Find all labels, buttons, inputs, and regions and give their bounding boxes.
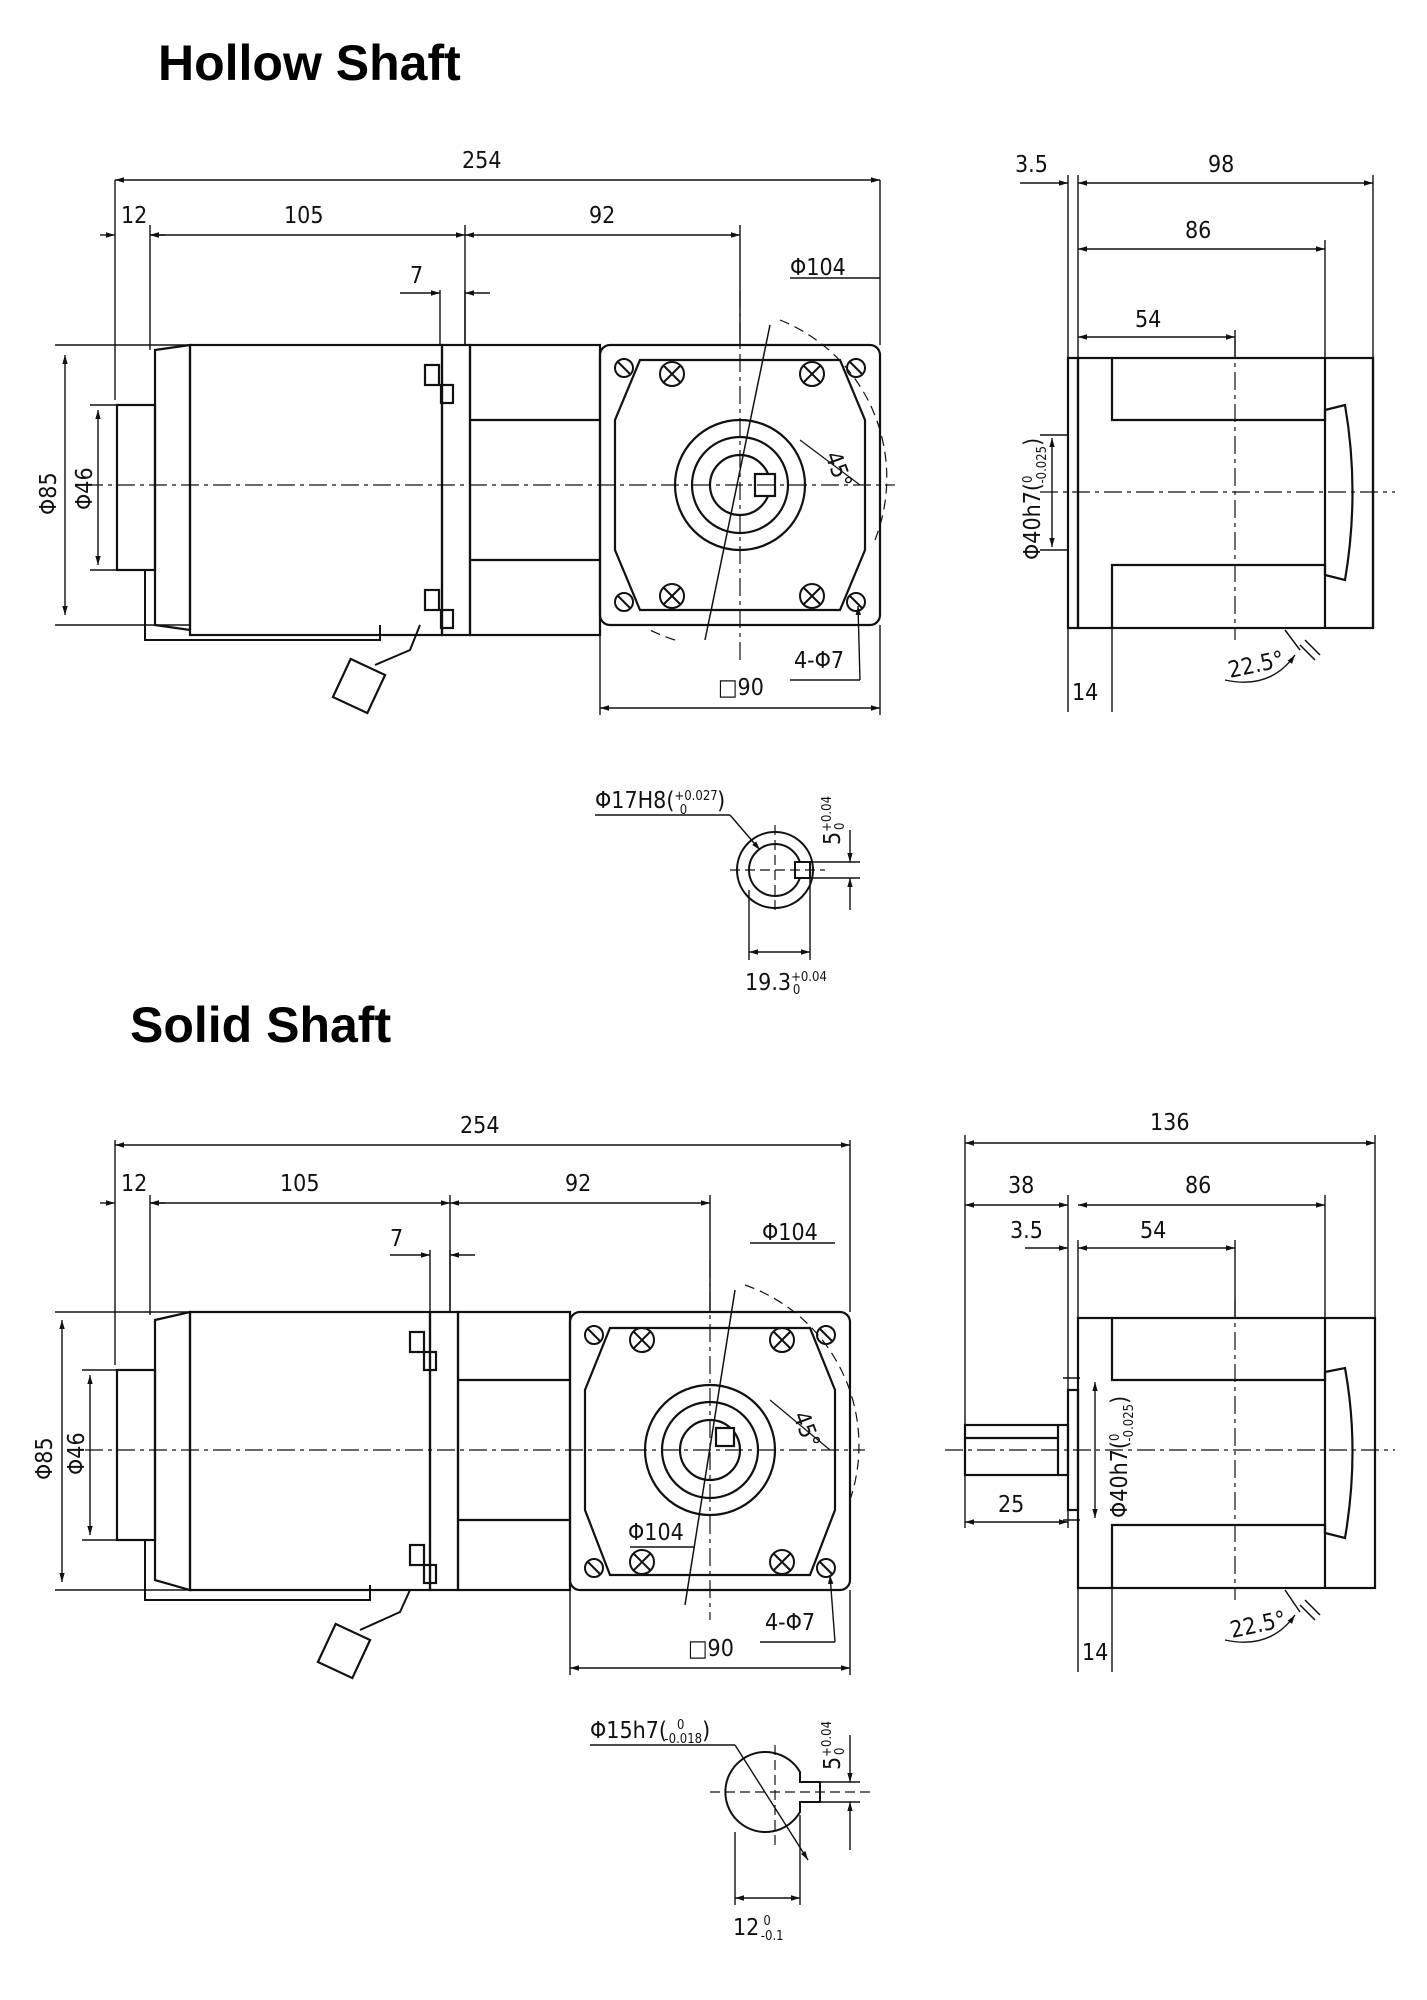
hollow-dim-254: 254: [462, 148, 502, 174]
solid-dim-holes: 4-Φ7: [765, 1610, 815, 1636]
solid-dim-square: □90: [688, 1636, 734, 1662]
hollow-dim-54: 54: [1135, 307, 1161, 333]
solid-dim-22-5: 22.5°: [1228, 1607, 1289, 1644]
solid-dim-3-5: 3.5: [1010, 1218, 1043, 1244]
hollow-side-view: [1040, 340, 1395, 661]
solid-motor-body: [188, 1310, 432, 1592]
solid-dim-38: 38: [1008, 1173, 1034, 1199]
hollow-dim-22-5: 22.5°: [1226, 647, 1287, 684]
solid-brake-housing: [115, 1368, 157, 1542]
hollow-bolt-holes: [614, 358, 866, 612]
solid-dim-14: 14: [1082, 1640, 1108, 1666]
solid-dim-45: 45°: [787, 1408, 824, 1451]
hollow-dim-14: 14: [1072, 680, 1098, 706]
solid-side-dimensions: [964, 1135, 1376, 1672]
solid-dim-46: Φ46: [64, 1432, 90, 1475]
solid-connector: [316, 1622, 372, 1680]
solid-dim-12: 12: [121, 1171, 147, 1197]
hollow-dim-105: 105: [284, 203, 324, 229]
hollow-pilot-label: Φ40h7(0-0.025): [1020, 438, 1050, 560]
hollow-dim-46: Φ46: [72, 467, 98, 510]
hollow-shaft-title: Hollow Shaft: [158, 35, 461, 91]
hollow-side-labels: 3.5 98 86 54 14 22.5° Φ40h7(0-0.025): [1015, 152, 1286, 706]
hollow-brake-cover: [153, 343, 192, 632]
hollow-connector: [331, 657, 387, 715]
hollow-dimensions: [55, 177, 881, 715]
solid-flange: [428, 1310, 460, 1592]
hollow-dim-7: 7: [410, 263, 423, 289]
solid-key-label: 5+0.040: [820, 1721, 848, 1770]
solid-shaft-label: Φ15h7(0-0.018): [590, 1718, 710, 1747]
solid-dim-85: Φ85: [32, 1437, 58, 1480]
solid-dim-labels: 254 12 105 92 7 Φ104 Φ104 45° 4-Φ7 □90 Φ…: [32, 1113, 824, 1662]
hollow-brake-housing: [115, 403, 157, 572]
hollow-side-body: [1076, 356, 1375, 630]
solid-dim-254: 254: [460, 1113, 500, 1139]
hollow-dim-98: 98: [1208, 152, 1234, 178]
hollow-side-dimensions: [1020, 175, 1374, 712]
hollow-dim-12: 12: [121, 203, 147, 229]
solid-dim-7: 7: [390, 1226, 403, 1252]
hollow-dim-labels: 254 12 105 92 7 Φ104 45° 4-Φ7 □90 Φ85 Φ4…: [36, 148, 856, 701]
hollow-key-label: 5+0.040: [820, 796, 848, 845]
solid-gearbox-neck: [456, 1310, 572, 1592]
solid-dim-136: 136: [1150, 1110, 1190, 1136]
hollow-motor-body: [188, 343, 444, 637]
hollow-dim-square: □90: [718, 675, 764, 701]
hollow-flange: [440, 343, 472, 637]
solid-dim-pcd-top: Φ104: [762, 1220, 818, 1246]
solid-bolt-holes: [584, 1325, 836, 1578]
hollow-bore-detail: [595, 814, 860, 960]
solid-pilot-label: Φ40h7(0-0.025): [1107, 1396, 1137, 1518]
solid-dim-54: 54: [1140, 1218, 1166, 1244]
hollow-gearbox-neck: [468, 343, 602, 637]
solid-dim-25: 25: [998, 1492, 1024, 1518]
solid-dim-86: 86: [1185, 1173, 1211, 1199]
solid-shaft-title: Solid Shaft: [130, 997, 392, 1053]
hollow-front-view: [85, 290, 895, 715]
hollow-dim-3-5: 3.5: [1015, 152, 1048, 178]
solid-side-view: [945, 1300, 1395, 1621]
hollow-dim-86: 86: [1185, 218, 1211, 244]
hollow-dim-holes: 4-Φ7: [794, 648, 844, 674]
solid-side-labels: 136 38 86 3.5 54 25 14 22.5° Φ40h7(0-0.0…: [998, 1110, 1288, 1666]
solid-shaft-detail: [590, 1735, 870, 1905]
hollow-dim-92: 92: [589, 203, 615, 229]
hollow-dim-85: Φ85: [36, 472, 62, 515]
solid-dimensions: [55, 1140, 851, 1675]
hollow-dim-pcd: Φ104: [790, 255, 846, 281]
solid-dim-pcd-inner: Φ104: [628, 1520, 684, 1546]
solid-dim-92: 92: [565, 1171, 591, 1197]
solid-front-view: [85, 1260, 865, 1680]
solid-dim-105: 105: [280, 1171, 320, 1197]
